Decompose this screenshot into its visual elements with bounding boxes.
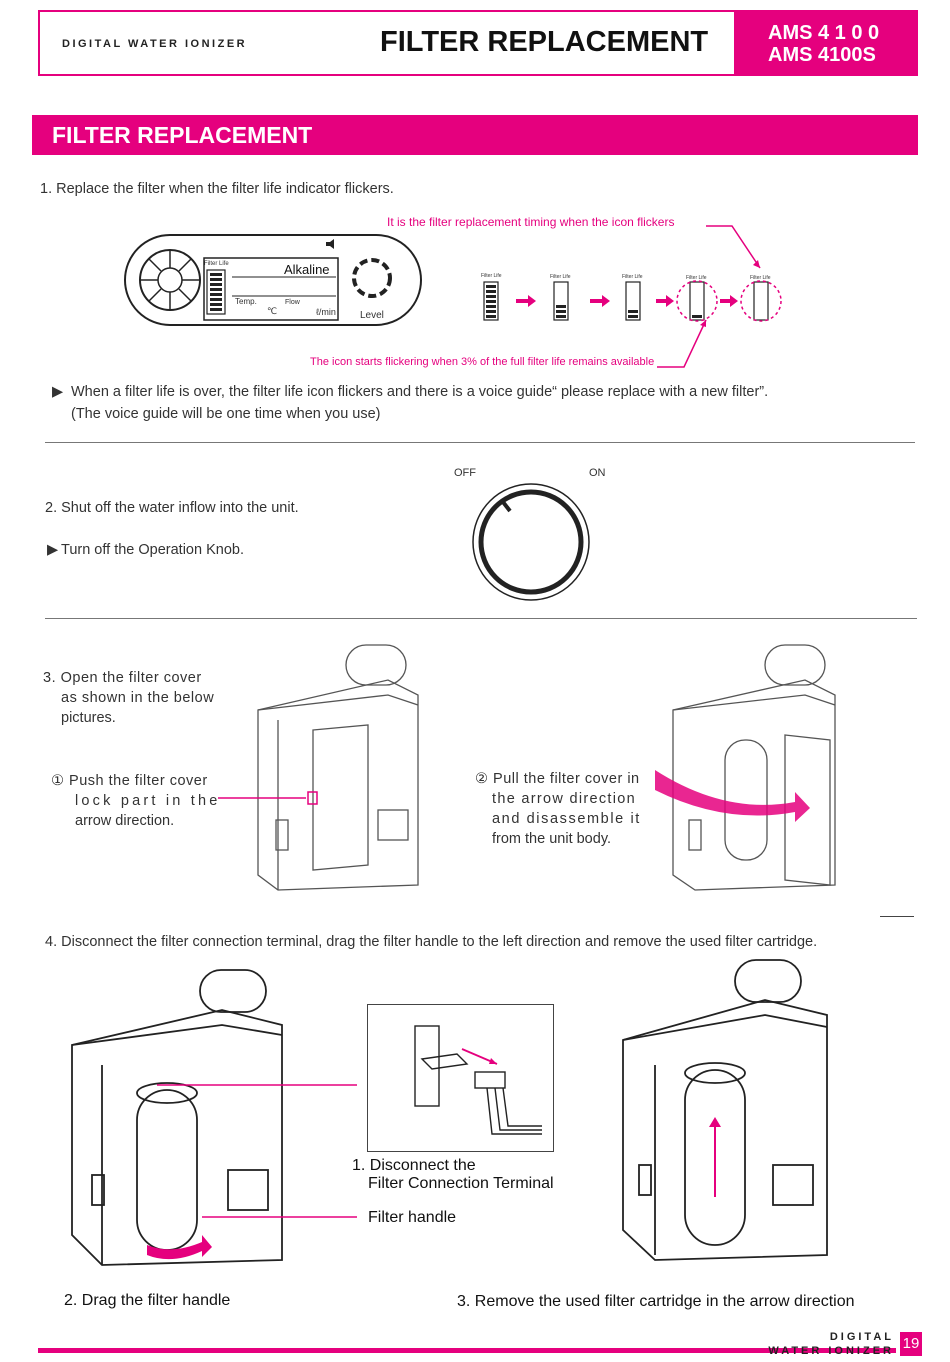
step3-line2: as shown in the below bbox=[61, 690, 215, 706]
callout-lines bbox=[657, 225, 761, 368]
step4-caption-1-line1: 1. Disconnect the bbox=[352, 1157, 476, 1174]
step3-sub2-line2: the arrow direction bbox=[492, 791, 636, 807]
step1-callout-top: It is the filter replacement timing when… bbox=[387, 215, 675, 229]
step4-caption-3: 3. Remove the used filter cartridge in t… bbox=[457, 1293, 855, 1310]
step1-callout-bottom: The icon starts flickering when 3% of th… bbox=[310, 356, 655, 368]
page-title: FILTER REPLACEMENT bbox=[380, 26, 709, 58]
indicator-label-2: Filter Life bbox=[550, 274, 571, 280]
indicator-label-3: Filter Life bbox=[622, 274, 643, 280]
connector-detail-illustration bbox=[414, 1025, 542, 1135]
step3-sub2-line4: from the unit body. bbox=[492, 831, 612, 847]
section-title: FILTER REPLACEMENT bbox=[52, 122, 313, 148]
divider-3 bbox=[880, 916, 914, 917]
step3-line3: pictures. bbox=[61, 710, 116, 726]
model-name-2: AMS 4100S bbox=[768, 44, 876, 66]
footer-brand-line2: WATER IONIZER bbox=[768, 1345, 894, 1357]
display-level-label: Level bbox=[360, 310, 384, 321]
divider-1 bbox=[45, 442, 915, 443]
step3-line1: 3. Open the filter cover bbox=[43, 670, 202, 686]
operation-knob-illustration bbox=[472, 483, 590, 601]
knob-off-label: OFF bbox=[454, 467, 476, 479]
indicator-label-4: Filter Life bbox=[686, 275, 707, 281]
step3-sub1-line1: ① Push the filter cover bbox=[51, 773, 208, 789]
header-brand: DIGITAL WATER IONIZER bbox=[62, 38, 248, 50]
display-temp-unit: ℃ bbox=[267, 306, 278, 316]
unit-open-illustration bbox=[655, 644, 836, 891]
step2-note-arrow-icon: ▶ bbox=[47, 542, 59, 558]
indicator-label-5: Filter Life bbox=[750, 275, 771, 281]
step1-text: 1. Replace the filter when the filter li… bbox=[40, 181, 394, 197]
model-name-1: AMS 4 1 0 0 bbox=[768, 22, 880, 44]
filter-life-sequence bbox=[483, 280, 782, 322]
step4-caption-2: 2. Drag the filter handle bbox=[64, 1292, 231, 1309]
unit-closed-illustration bbox=[218, 644, 419, 891]
step4-text: 4. Disconnect the filter connection term… bbox=[45, 934, 818, 950]
step3-sub1-line2: lock part in the bbox=[75, 793, 221, 809]
indicator-label-1: Filter Life bbox=[481, 273, 502, 279]
control-panel-illustration bbox=[124, 234, 422, 326]
step3-sub2-line1: ② Pull the filter cover in bbox=[475, 771, 640, 787]
footer-brand: DIGITAL WATER IONIZER bbox=[766, 1330, 894, 1358]
section-bar bbox=[32, 115, 918, 155]
knob-on-label: ON bbox=[589, 467, 606, 479]
footer-brand-line1: DIGITAL bbox=[829, 1331, 894, 1343]
step3-sub1-line3: arrow direction. bbox=[75, 813, 175, 829]
display-flow-label: Flow bbox=[285, 299, 300, 306]
unit-drag-handle-illustration bbox=[71, 969, 357, 1266]
step3-sub2-line3: and disassemble it bbox=[492, 811, 641, 827]
step4-caption-1-line2: Filter Connection Terminal bbox=[368, 1175, 554, 1192]
filter-handle-label: Filter handle bbox=[368, 1209, 457, 1226]
step1-note-arrow-icon: ▶ bbox=[52, 384, 64, 400]
page-number: 19 bbox=[900, 1332, 922, 1356]
step1-note-line1: When a filter life is over, the filter l… bbox=[71, 384, 769, 400]
model-badge: AMS 4 1 0 0 AMS 4100S bbox=[734, 10, 918, 76]
unit-remove-cartridge-illustration bbox=[622, 959, 828, 1261]
display-mode: Alkaline bbox=[284, 262, 330, 277]
step2-note: Turn off the Operation Knob. bbox=[61, 542, 244, 558]
step1-note-line2: (The voice guide will be one time when y… bbox=[71, 406, 381, 422]
display-filter-life-label: Filter Life bbox=[204, 261, 229, 267]
footer-bar bbox=[38, 1348, 896, 1353]
display-flow-unit: ℓ/min bbox=[316, 307, 336, 317]
step2-text: 2. Shut off the water inflow into the un… bbox=[45, 500, 299, 516]
display-temp-label: Temp. bbox=[235, 297, 257, 306]
divider-2 bbox=[45, 618, 917, 619]
connector-detail-box bbox=[367, 1004, 554, 1152]
